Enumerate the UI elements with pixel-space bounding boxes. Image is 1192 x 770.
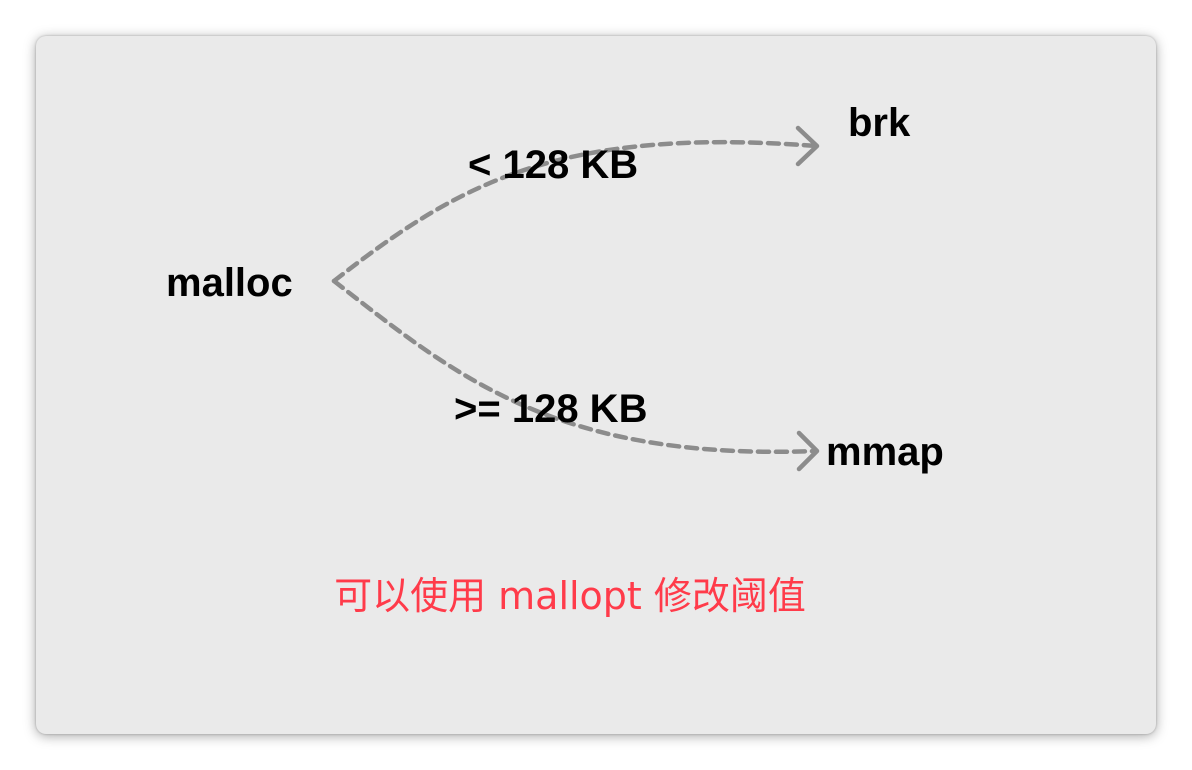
edge-label-large: >= 128 KB bbox=[454, 387, 648, 431]
diagram-canvas: malloc brk mmap < 128 KB >= 128 KB 可以使用 … bbox=[36, 36, 1156, 734]
arrowhead-mmap bbox=[796, 430, 820, 472]
node-brk: brk bbox=[848, 101, 911, 145]
edge-label-small: < 128 KB bbox=[468, 143, 639, 187]
arrow-to-brk bbox=[331, 139, 819, 284]
arrowhead-brk bbox=[795, 125, 820, 167]
threshold-note: 可以使用 mallopt 修改阈值 bbox=[334, 574, 806, 618]
arrows-layer bbox=[331, 125, 820, 472]
arrow-to-mmap bbox=[331, 278, 819, 455]
node-malloc: malloc bbox=[166, 261, 293, 305]
node-mmap: mmap bbox=[826, 430, 944, 474]
